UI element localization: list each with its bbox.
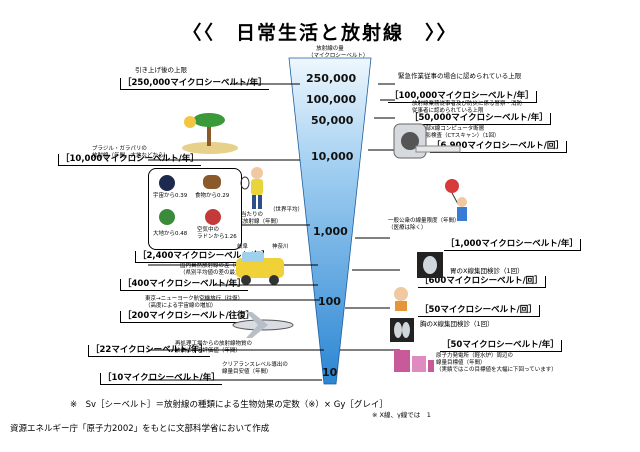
radon-icon <box>205 209 221 225</box>
left-value-6: ［10マイクロシーベルト/年］ <box>100 373 222 385</box>
right-value-8: ［50マイクロシーベルト/年］ <box>440 340 562 352</box>
space-icon <box>159 175 175 191</box>
footer-note2: ※ X線、γ線では 1 <box>372 411 431 419</box>
airplane-icon <box>232 312 294 338</box>
cone-heading-line2: （マイクロシーベルト） <box>308 53 369 59</box>
cone-heading-line1: 放射線の量 <box>316 46 344 52</box>
footer-source: 資源エネルギー庁「原子力2002」をもとに文部科学省において作成 <box>10 424 270 434</box>
left-value-0: ［250,000マイクロシーベルト/年］ <box>120 78 269 90</box>
left-desc-4: 東京→ニューヨーク航空機旅行（往復） （高度による宇宙線の増加） <box>145 296 244 309</box>
right-desc-4: 一般公衆の線量限度（年間） （医療は除く） <box>388 218 460 231</box>
left-value-4: ［200マイクロシーベルト/往復］ <box>120 311 257 323</box>
left-value-1: ［10,000マイクロシーベルト/年］ <box>58 154 201 166</box>
cone-heading: 放射線の量 （マイクロシーベルト） <box>308 46 369 60</box>
earth-icon <box>159 209 175 225</box>
scale-50000: 50,000 <box>311 114 354 127</box>
food-icon <box>203 175 221 189</box>
right-desc-5: 胃のX線集団検診（1回） <box>450 267 524 275</box>
right-value-6: ［50マイクロシーベルト/回］ <box>418 305 540 317</box>
scale-10000: 10,000 <box>311 150 354 163</box>
right-desc-9: 原子力発電所（軽水炉）周辺の 線量目標値（年間） （実績ではこの目標値を大幅に下… <box>436 353 557 373</box>
left-desc-2: 1人当たりの 自然放射線（年間） <box>232 212 282 225</box>
footer-note: ※ Sv［シーベルト］＝放射線の種類による生物効果の定数（※）× Gy［グレイ］ <box>70 400 388 410</box>
left-desc-6: クリアランスレベル導出の 線量目安値（年間） <box>222 362 288 375</box>
right-desc-0: 緊急作業従事の場合に認められている上限 <box>398 72 522 80</box>
left-desc-5: 再処理工場からの放射線物質の 放出による評価値（年間） <box>175 341 253 354</box>
right-value-1: ［100,000マイクロシーベルト/年］ <box>388 91 537 103</box>
woman-tennis-icon <box>240 167 263 209</box>
right-desc-3: 胸部X線コンピュータ断層 撮影検査（CTスキャン）（1回） <box>420 126 500 139</box>
left-connectors <box>148 83 324 381</box>
bubble-item-space: 宇宙から0.39 <box>153 193 188 199</box>
natural-radiation-bubble: 宇宙から0.39 食物から0.29 大地から0.48 空気中の ラドンから1.2… <box>148 168 242 250</box>
right-value-2: ［50,000マイクロシーベルト/年］ <box>408 113 551 125</box>
right-value-5: ［600マイクロシーベルト/回］ <box>418 276 546 288</box>
scale-100: 100 <box>318 295 341 308</box>
right-desc-7: 胸のX線集団検診（1回） <box>420 320 494 328</box>
chest-xray-icon <box>390 318 414 342</box>
scale-1000: 1,000 <box>313 225 348 238</box>
right-desc-2: 放射線業務従事者及び防災に係る警察・消防 従事者に認められている上限 <box>412 101 523 114</box>
left-desc-0: 引き上げ後の上限 <box>135 66 187 74</box>
left-value-2: ［2,400マイクロシーベルト/年］ <box>135 251 272 263</box>
page-title: 〈〈 日常生活と放射線 〉〉 <box>182 22 458 44</box>
left-sub-2: （世界平均） <box>270 207 304 213</box>
left-desc-1: ブラジル・ガラパリの 放射線（年間、大地などから） <box>92 146 170 159</box>
right-value-4: ［1,000マイクロシーベルト/年］ <box>444 239 581 251</box>
stomach-xray-icon <box>417 252 443 278</box>
left-value-5: ［22マイクロシーベルト/年］ <box>88 345 210 357</box>
left-desc-3: 国内自然放射線の差（年間） （県別平均値の差の最大） <box>180 263 252 276</box>
place-kanagawa: 神奈川 <box>272 244 289 250</box>
scale-100000: 100,000 <box>306 93 357 106</box>
bubble-item-radon: 空気中の ラドンから1.26 <box>197 227 237 240</box>
girl-balloon-icon <box>445 179 467 221</box>
ct-scanner-icon <box>393 123 461 159</box>
car-icon <box>236 252 284 285</box>
power-plant-icon <box>394 350 434 372</box>
scale-250000: 250,000 <box>306 72 357 85</box>
boy-icon <box>394 287 408 311</box>
brazil-beach-icon <box>182 113 238 154</box>
left-value-3: ［400マイクロシーベルト/年］ <box>120 279 248 291</box>
cone-shape <box>288 57 372 385</box>
place-gifu: 岐阜 <box>237 244 249 250</box>
bubble-item-food: 食物から0.29 <box>195 193 230 199</box>
bubble-item-ground: 大地から0.48 <box>153 231 188 237</box>
right-value-3: ［6,900マイクロシーベルト/回］ <box>430 141 567 153</box>
scale-10: 10 <box>322 366 338 379</box>
